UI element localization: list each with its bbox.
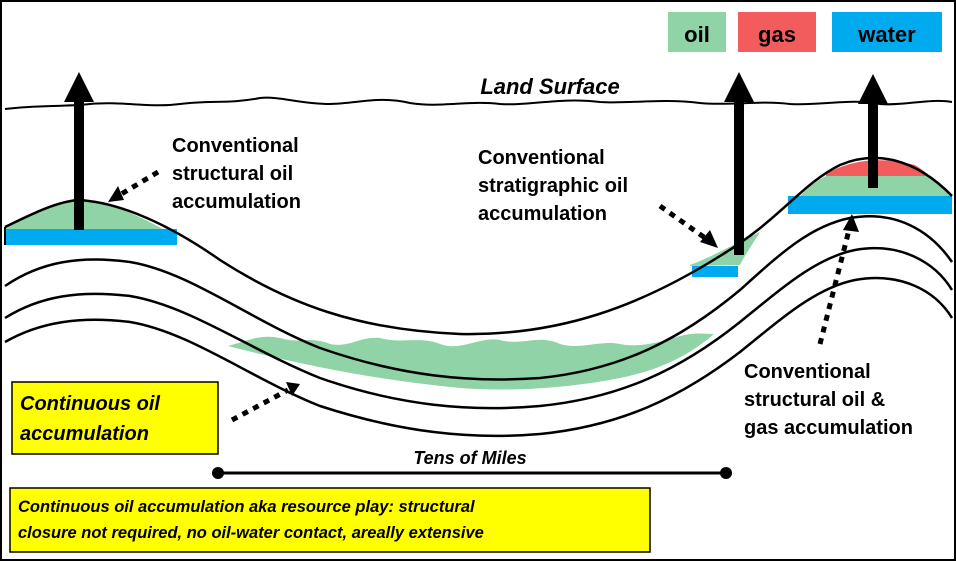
structural-gas-line-1: Conventional: [744, 361, 871, 383]
pointer-left: [108, 169, 160, 202]
legend-water-label: water: [857, 22, 916, 47]
land-surface-label: Land Surface: [480, 74, 619, 99]
stratigraphic-oil-label: Conventional stratigraphic oil accumulat…: [478, 147, 628, 225]
stratum-line-1: [4, 156, 953, 336]
stratum-line-3: [4, 247, 954, 410]
land-surface-line: [4, 96, 953, 110]
well-arrow-left: [64, 72, 94, 230]
legend-gas-label: gas: [758, 22, 796, 47]
structural-oil-line-2: structural oil: [172, 163, 293, 185]
stratigraphic-line-1: Conventional: [478, 147, 605, 169]
legend-water-swatch: [832, 12, 942, 52]
structural-oil-label: Conventional structural oil accumulation: [172, 135, 301, 213]
stratigraphic-line-2: stratigraphic oil: [478, 175, 628, 197]
left-water-fill: [5, 229, 177, 245]
note-line-2: closure not required, no oil-water conta…: [18, 524, 484, 542]
legend-gas-swatch: [738, 12, 816, 52]
structural-gas-line-3: gas accumulation: [744, 417, 913, 439]
legend-oil-swatch: [668, 12, 726, 52]
continuous-oil-fill: [228, 333, 714, 390]
continuous-oil-line-1: Continuous oil: [20, 393, 160, 415]
stratum-line-2: [4, 215, 954, 381]
left-oil-fill: [5, 200, 178, 238]
scale-bar: Tens of Miles: [212, 448, 732, 479]
legend: oil gas water: [668, 12, 942, 52]
scale-label: Tens of Miles: [413, 448, 526, 468]
note-line-1: Continuous oil accumulation aka resource…: [18, 498, 475, 516]
stratigraphic-line-3: accumulation: [478, 203, 607, 225]
continuous-oil-callout: Continuous oil accumulation: [11, 381, 219, 455]
well-arrow-right: [858, 74, 888, 188]
stratum-line-4: [4, 276, 954, 438]
structural-oil-gas-label: Conventional structural oil & gas accumu…: [744, 361, 913, 439]
mid-water-fill: [692, 266, 738, 277]
legend-oil-label: oil: [684, 22, 710, 47]
well-arrow-middle: [724, 72, 754, 255]
continuous-oil-line-2: accumulation: [20, 423, 149, 445]
note-box: Continuous oil accumulation aka resource…: [9, 487, 651, 553]
right-water-fill: [788, 196, 952, 214]
pointer-middle: [658, 203, 718, 248]
pointer-continuous: [230, 382, 300, 423]
structural-oil-line-3: accumulation: [172, 191, 301, 213]
structural-gas-line-2: structural oil &: [744, 389, 885, 411]
pointer-right: [817, 214, 859, 345]
structural-oil-line-1: Conventional: [172, 135, 299, 157]
